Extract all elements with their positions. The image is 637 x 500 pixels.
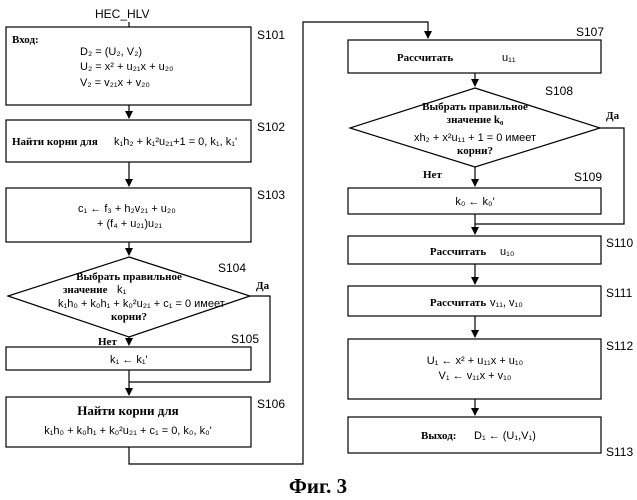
s108-line4: корни? — [457, 145, 493, 157]
step-s110-compute-u10: Рассчитать u₁₀ — [348, 236, 601, 264]
s104-yes-label: Да — [256, 280, 270, 292]
s101-line1: D₂ = (U₂, V₂) — [80, 46, 142, 58]
s105-text: k₁ ← k₁' — [110, 354, 148, 366]
s106-text: Найти корни для — [77, 403, 178, 418]
step-s106-find-roots: Найти корни для k₁h₀ + k₀h₁ + k₀²u₂₁ + c… — [6, 397, 251, 447]
s108-line2: значение k₀ — [447, 114, 504, 126]
s112-line1: U₁ ← x² + u₁₁x + u₁₀ — [427, 355, 523, 367]
s105-label: S105 — [231, 332, 259, 346]
s113-label: S113 — [606, 445, 633, 459]
s113-text: Выход: — [421, 430, 456, 442]
step-s102-find-roots: Найти корни для k₁h₂ + k₁²u₂₁+1 = 0, k₁,… — [6, 120, 251, 162]
s101-line2: U₂ = x² + u₂₁x + u₂₀ — [80, 61, 174, 73]
step-s103-compute-c1: c₁ ← f₃ + h₂v₂₁ + u₂₀ + (f₄ + u₂₁)u₂₁ — [6, 188, 251, 242]
s111-var: v₁₁, v₁₀ — [490, 297, 523, 309]
s108-line3: xh₂ + x²u₁₁ + 1 = 0 имеет — [414, 132, 536, 144]
s107-var: u₁₁ — [502, 52, 516, 64]
s102-formula: k₁h₂ + k₁²u₂₁+1 = 0, k₁, k₁' — [114, 136, 237, 148]
step-s105-assign-k1: k₁ ← k₁' — [6, 347, 251, 370]
s102-text: Найти корни для — [12, 136, 98, 148]
s104-line3: k₁h₀ + k₀h₁ + k₀²u₂₁ + c₁ = 0 имеет — [58, 298, 225, 310]
s108-line1: Выбрать правильное — [422, 101, 528, 113]
s111-text: Рассчитать — [430, 297, 486, 309]
s101-label: S101 — [257, 28, 285, 42]
step-s109-assign-k0: k₀ ← k₀' — [348, 188, 601, 214]
s108-no-label: Нет — [423, 169, 442, 181]
s108-yes-label: Да — [606, 110, 620, 122]
figure-caption: Фиг. 3 — [289, 474, 347, 498]
s101-title: Вход: — [12, 34, 39, 46]
s110-label: S110 — [606, 236, 633, 250]
s104-label: S104 — [218, 261, 246, 275]
s110-var: u₁₀ — [500, 246, 514, 258]
step-s101-input: Вход: D₂ = (U₂, V₂) U₂ = x² + u₂₁x + u₂₀… — [6, 27, 251, 105]
s111-label: S111 — [606, 286, 633, 300]
s106-label: S106 — [257, 397, 285, 411]
s106-formula: k₁h₀ + k₀h₁ + k₀²u₂₁ + c₁ = 0, k₀, k₀' — [44, 425, 212, 437]
s112-label: S112 — [606, 339, 633, 353]
s101-line3: V₂ = v₂₁x + v₂₀ — [80, 77, 150, 89]
step-s107-compute-u11: Рассчитать u₁₁ — [348, 40, 601, 73]
s108-label: S108 — [545, 84, 573, 98]
s110-text: Рассчитать — [430, 246, 486, 258]
s113-formula: D₁ ← (U₁,V₁) — [474, 430, 536, 442]
step-s112-compute-d1: U₁ ← x² + u₁₁x + u₁₀ V₁ ← v₁₁x + v₁₀ — [348, 339, 601, 399]
step-s108-decision: Выбрать правильное значение k₀ xh₂ + x²u… — [350, 88, 600, 167]
s102-label: S102 — [257, 120, 285, 134]
s103-line1: c₁ ← f₃ + h₂v₂₁ + u₂₀ — [78, 203, 176, 215]
step-s113-output: Выход: D₁ ← (U₁,V₁) — [348, 417, 601, 453]
step-s104-decision: Выбрать правильное значение k₁ k₁h₀ + k₀… — [8, 257, 250, 337]
s104-line2b: k₁ — [117, 284, 127, 296]
s104-line2a: значение — [63, 284, 108, 296]
s104-line1: Выбрать правильное — [76, 271, 182, 283]
s104-no-label: Нет — [98, 336, 117, 348]
flowchart-title: HEC_HLV — [95, 7, 149, 21]
s112-line2: V₁ ← v₁₁x + v₁₀ — [439, 370, 512, 382]
s107-label: S107 — [576, 25, 604, 39]
s103-label: S103 — [257, 188, 285, 202]
s104-line4: корни? — [111, 311, 147, 323]
s103-line2: + (f₄ + u₂₁)u₂₁ — [97, 218, 162, 230]
s109-label: S109 — [574, 170, 602, 184]
s107-text: Рассчитать — [397, 52, 453, 64]
s109-text: k₀ ← k₀' — [455, 196, 494, 208]
step-s111-compute-v: Рассчитать v₁₁, v₁₀ — [348, 286, 601, 316]
